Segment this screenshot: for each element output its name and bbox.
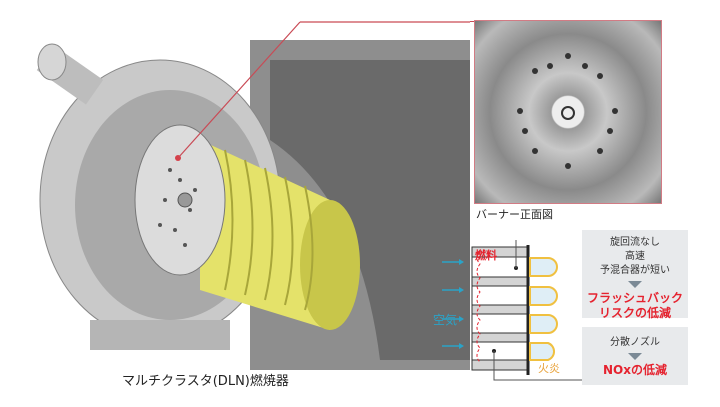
yellow-liner [200, 140, 360, 330]
down-arrow-icon [628, 281, 642, 288]
box1-line1: 旋回流なし [610, 237, 660, 248]
fuel-inlet-pipe [36, 43, 104, 105]
combustor-cutaway-illustration [36, 21, 470, 370]
box1-result2: リスクの低減 [598, 306, 671, 320]
box2-line1: 分散ノズル [610, 337, 660, 348]
box1-line3: 予混合器が短い [600, 265, 670, 276]
nozzle-schematic [442, 240, 582, 381]
down-arrow-icon [628, 353, 642, 360]
box1-line2: 高速 [625, 251, 645, 262]
main-caption: マルチクラスタ(DLN)燃焼器 [122, 374, 289, 389]
air-label: 空気 [433, 313, 458, 327]
flashback-info-box: 旋回流なし 高速 予混合器が短い フラッシュバック リスクの低減 [582, 230, 688, 320]
box1-result1: フラッシュバック [586, 291, 683, 305]
fuel-label: 燃料 [475, 249, 497, 262]
nox-info-box: 分散ノズル NOxの低減 [582, 327, 688, 385]
burner-front-photo [474, 20, 662, 204]
flame-label: 火炎 [538, 362, 560, 375]
photo-caption: バーナー正面図 [476, 208, 553, 221]
box2-result: NOxの低減 [603, 363, 667, 377]
